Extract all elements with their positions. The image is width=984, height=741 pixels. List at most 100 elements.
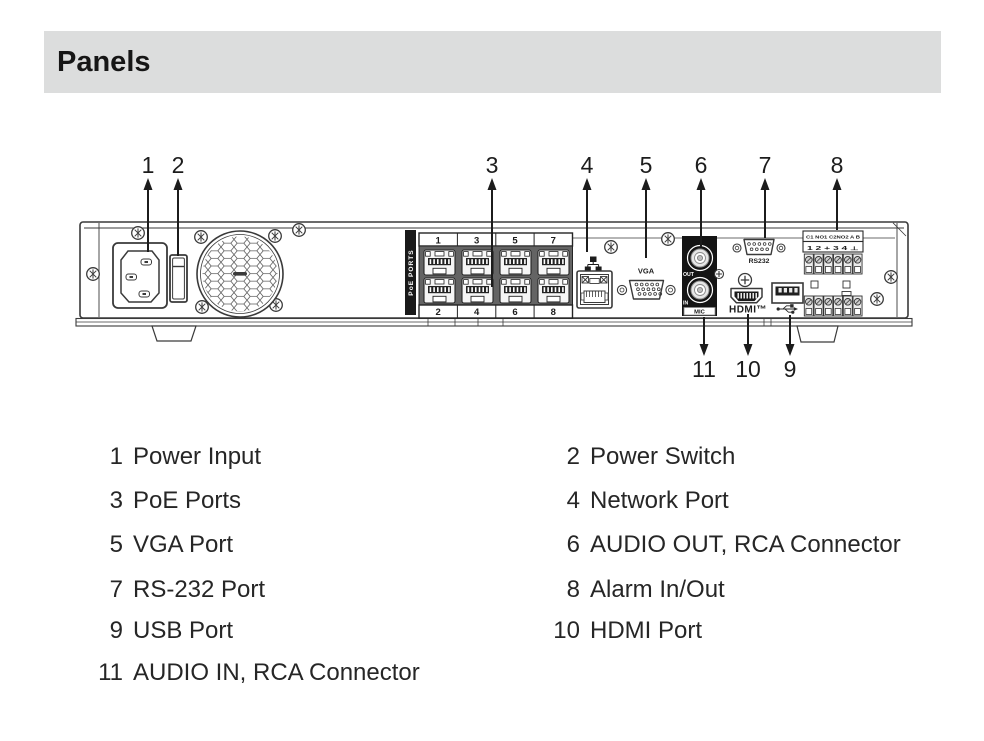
legend-label: PoE Ports xyxy=(133,487,242,514)
svg-text:4: 4 xyxy=(581,152,594,178)
hdmi-label: HDMI™ xyxy=(729,305,767,316)
legend-label: HDMI Port xyxy=(590,617,703,644)
audio-out-label: OUT xyxy=(683,272,695,278)
legend-row: 9 USB Port 10 HDMI Port xyxy=(0,617,984,647)
legend-number: 11 xyxy=(98,659,123,686)
mic-label: MIC xyxy=(694,310,705,316)
callout-1: 1 xyxy=(142,152,155,252)
legend-number: 7 xyxy=(109,576,123,603)
power-inlet xyxy=(112,242,168,309)
rj45-port xyxy=(461,277,494,304)
poe-port-number: 5 xyxy=(512,236,518,247)
screw-icon xyxy=(131,226,145,240)
legend-number: 2 xyxy=(566,443,580,470)
callout-10: 10 xyxy=(735,314,761,382)
screw-icon xyxy=(292,223,306,237)
svg-text:1: 1 xyxy=(142,152,155,178)
callout-9: 9 xyxy=(784,315,797,382)
rear-panel-diagram: PoE PORTS 1 3 5 7 2 xyxy=(75,152,913,382)
legend-label: Network Port xyxy=(590,487,729,514)
callouts-bottom: 11 10 9 xyxy=(692,314,796,382)
screw-icon xyxy=(194,230,208,244)
rj45-port xyxy=(423,277,456,304)
svg-text:8: 8 xyxy=(831,152,844,178)
rj45-port xyxy=(499,249,532,276)
page-title: Panels xyxy=(57,46,151,78)
legend-number: 10 xyxy=(553,617,580,644)
legend-label: USB Port xyxy=(133,617,234,644)
legend-label: Power Input xyxy=(133,443,262,470)
hdmi-port: HDMI™ xyxy=(729,287,767,316)
legend-label: Power Switch xyxy=(590,443,736,470)
screw-icon xyxy=(870,292,884,306)
rj45-port xyxy=(423,249,456,276)
screw-icon xyxy=(268,229,282,243)
svg-text:10: 10 xyxy=(735,356,761,382)
screw-icon xyxy=(661,232,675,246)
legend-number: 6 xyxy=(566,531,580,558)
rj45-port xyxy=(461,249,494,276)
legend-row: 3 PoE Ports 4 Network Port xyxy=(0,487,984,517)
rj45-port xyxy=(499,277,532,304)
svg-text:7: 7 xyxy=(759,152,772,178)
screw-cross-icon xyxy=(737,272,753,288)
rca-connector-in xyxy=(686,276,714,304)
screw-icon xyxy=(604,240,618,254)
legend-label: AUDIO IN, RCA Connector xyxy=(133,659,420,686)
vga-label: VGA xyxy=(638,267,655,276)
network-port xyxy=(576,256,613,309)
network-icon xyxy=(584,256,602,272)
legend-label: Alarm In/Out xyxy=(590,576,725,603)
audio-panel: OUT IN MIC xyxy=(682,236,753,316)
power-switch xyxy=(169,254,188,303)
audio-in-label: IN xyxy=(683,301,688,307)
alarm-terminal xyxy=(813,253,824,275)
poe-port-number: 8 xyxy=(551,307,556,318)
legend-row: 7 RS-232 Port 8 Alarm In/Out xyxy=(0,576,984,606)
alarm-terminal xyxy=(852,253,863,275)
poe-port-number: 7 xyxy=(551,236,556,247)
legend-number: 4 xyxy=(566,487,580,514)
poe-port-number: 3 xyxy=(474,236,479,247)
rca-connector-out xyxy=(686,244,714,272)
callout-3: 3 xyxy=(486,152,499,287)
alarm-terminal xyxy=(842,295,853,317)
callout-2: 2 xyxy=(172,152,184,256)
legend-number: 1 xyxy=(109,443,123,470)
legend-row: 5 VGA Port 6 AUDIO OUT, RCA Connector xyxy=(0,531,984,561)
rs232-connector xyxy=(743,238,775,256)
rj45-port xyxy=(537,249,570,276)
alarm-header-row2: 1 2 + 3 4 ⊥ xyxy=(807,246,860,252)
screw-icon xyxy=(86,267,100,281)
alarm-terminal xyxy=(803,295,814,317)
alarm-terminal xyxy=(833,253,843,275)
screw-icon xyxy=(195,300,209,314)
screw-icon xyxy=(884,270,898,284)
callout-5: 5 xyxy=(640,152,653,258)
svg-text:6: 6 xyxy=(695,152,708,178)
alarm-terminal xyxy=(823,295,834,317)
foot-left xyxy=(151,325,197,342)
callout-11: 11 xyxy=(692,317,716,382)
vga-port: VGA xyxy=(616,267,676,300)
legend-number: 9 xyxy=(109,617,123,644)
section-header-bar: Panels xyxy=(44,31,941,93)
legend-label: VGA Port xyxy=(133,531,234,558)
legend-row: 11 AUDIO IN, RCA Connector xyxy=(0,659,984,689)
callout-7: 7 xyxy=(759,152,772,238)
svg-text:3: 3 xyxy=(486,152,499,178)
alarm-terminal xyxy=(852,295,863,317)
rs232-port: RS232 xyxy=(732,238,786,265)
svg-text:5: 5 xyxy=(640,152,653,178)
rs232-label: RS232 xyxy=(749,258,770,265)
poe-port-number: 6 xyxy=(512,307,517,318)
callout-8: 8 xyxy=(831,152,844,230)
legend-label: AUDIO OUT, RCA Connector xyxy=(590,531,901,558)
foot-right xyxy=(796,325,839,343)
legend-row: 1 Power Input 2 Power Switch xyxy=(0,443,984,473)
alarm-terminal xyxy=(813,295,824,317)
svg-text:9: 9 xyxy=(784,356,797,382)
legend-number: 3 xyxy=(109,487,123,514)
usb-icon xyxy=(776,304,798,314)
